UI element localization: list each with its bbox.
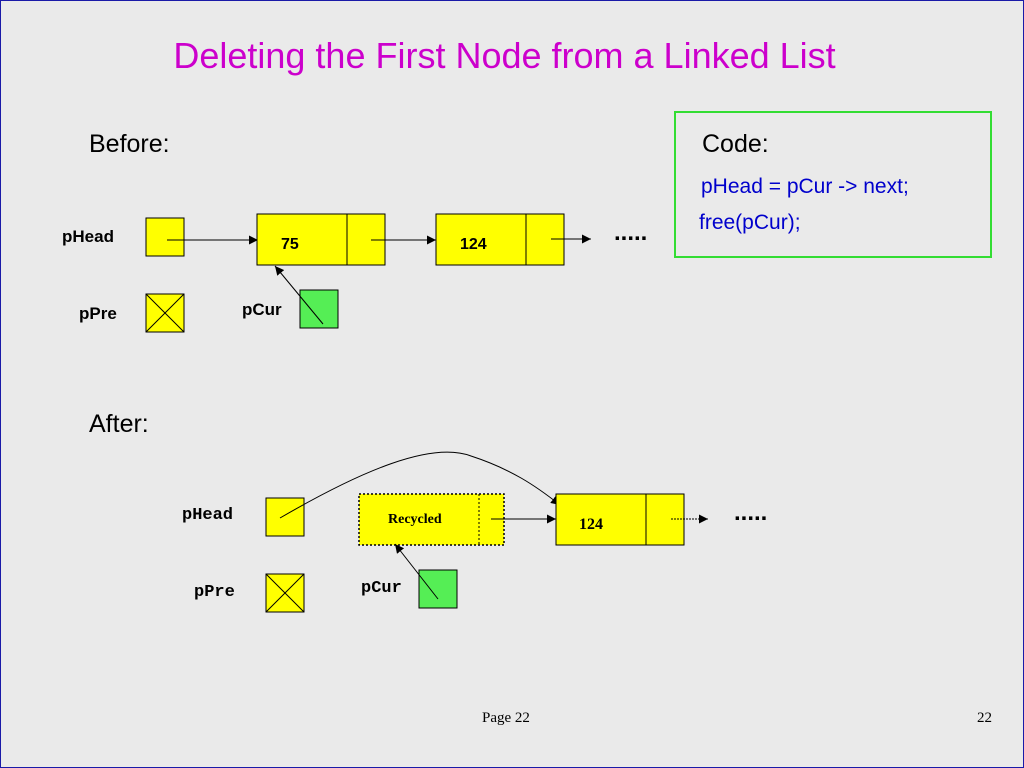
code-line-1: pHead = pCur -> next;: [701, 175, 909, 198]
after-pcur-box: [418, 569, 458, 609]
before-ppre-label: pPre: [79, 304, 117, 323]
after-ppre-null-box: [265, 573, 305, 613]
before-ppre-null-box: [145, 293, 185, 333]
before-heading: Before:: [89, 130, 170, 158]
after-node-124: [555, 493, 685, 546]
after-phead-label: pHead: [182, 506, 234, 525]
before-pcur-box: [299, 289, 339, 329]
before-pcur-label: pCur: [242, 300, 282, 319]
footer-page-number: 22: [977, 710, 992, 726]
before-node-124: [435, 213, 565, 266]
after-pcur-arrow: [394, 543, 439, 600]
before-phead-label: pHead: [62, 227, 114, 246]
after-phead-box: [265, 497, 305, 537]
before-pcur-arrow: [274, 265, 324, 325]
code-heading: Code:: [702, 130, 769, 158]
code-box: [674, 111, 992, 258]
slide-title: Deleting the First Node from a Linked Li…: [173, 35, 836, 76]
after-ppre-label: pPre: [194, 583, 235, 602]
before-node-75-value: 75: [281, 236, 299, 253]
after-phead-arrow: [279, 451, 561, 519]
before-node-75: [256, 213, 386, 266]
code-line-2: free(pCur);: [699, 211, 801, 234]
after-recycled-node: [358, 493, 505, 546]
before-phead-box: [145, 217, 185, 257]
recycled-label: Recycled: [388, 512, 442, 527]
after-continuation: .....: [734, 499, 768, 526]
footer-page-label: Page 22: [482, 710, 530, 726]
after-node-124-value: 124: [579, 516, 603, 533]
before-node-124-value: 124: [460, 236, 487, 253]
before-continuation: .....: [614, 219, 648, 246]
after-heading: After:: [89, 410, 149, 438]
after-pcur-label: pCur: [361, 579, 402, 598]
